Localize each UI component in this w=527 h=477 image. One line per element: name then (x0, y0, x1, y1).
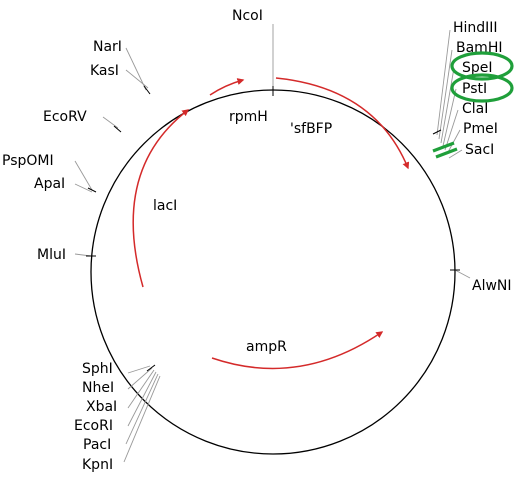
tick-ecorv (113, 125, 122, 133)
leader-ecori (127, 371, 157, 427)
leader-alwni (454, 269, 471, 279)
site-ticks (86, 85, 460, 372)
leader-hindiii (436, 29, 451, 136)
site-labels: NcoI NarI KasI EcoRV PspOMI ApaI MluI Hi… (2, 8, 512, 473)
site-label-sphi: SphI (82, 361, 113, 377)
leader-apai (74, 183, 93, 193)
site-label-alwni: AlwNI (472, 278, 512, 294)
feature-label-sfbfp: 'sfBFP (290, 121, 332, 137)
site-label-hindiii: HindIII (453, 20, 498, 36)
tick-hindiii-cluster (432, 129, 442, 135)
site-label-nhei: NheI (82, 380, 114, 396)
site-label-pspomi: PspOMI (2, 153, 54, 169)
highlight-mark-1 (432, 141, 455, 153)
feature-arc-ampr (211, 331, 384, 370)
feature-arcs (132, 77, 410, 370)
site-label-pmei: PmeI (463, 121, 498, 137)
tick-lower-cluster (146, 364, 156, 372)
feature-arc-laci (132, 109, 190, 288)
feature-label-ampr: ampR (246, 339, 287, 355)
leader-ecorv (102, 116, 119, 129)
site-label-psti: PstI (462, 81, 487, 97)
site-label-nari: NarI (93, 39, 122, 55)
site-label-apai: ApaI (34, 176, 65, 192)
leader-paci (125, 373, 159, 445)
tick-nari (143, 85, 151, 95)
leader-xbai (127, 369, 155, 409)
site-label-spei: SpeI (462, 60, 493, 76)
leader-psti (442, 88, 457, 147)
site-label-ecori: EcoRI (74, 418, 113, 434)
feature-label-laci: lacI (153, 198, 177, 214)
highlight-mark-2 (435, 147, 458, 159)
site-label-kpni: KpnI (82, 457, 113, 473)
highlight-annotations (432, 51, 514, 159)
site-label-paci: PacI (83, 437, 111, 453)
tick-pspomi (87, 187, 97, 193)
feature-arc-rpmh (209, 78, 245, 96)
site-label-saci: SacI (465, 142, 494, 158)
site-label-xbai: XbaI (86, 399, 117, 415)
site-label-clai: ClaI (462, 101, 488, 117)
plasmid-backbone (90, 89, 456, 455)
leader-spei (440, 67, 455, 144)
site-leader-lines (74, 24, 471, 463)
highlight-oval-psti (450, 73, 514, 103)
site-label-mlui: MluI (37, 247, 66, 263)
highlight-oval-spei (450, 51, 514, 81)
leader-bamhi (438, 49, 453, 140)
feature-arc-sfbfp (275, 77, 410, 170)
leader-sphi (127, 365, 151, 374)
site-label-ecorv: EcoRV (43, 109, 87, 125)
leader-nhei (127, 367, 153, 390)
leader-pspomi (74, 160, 93, 191)
leader-kasi (125, 69, 149, 89)
leader-nari (125, 47, 147, 91)
feature-label-rpmh: rpmH (229, 109, 268, 125)
site-label-ncoi: NcoI (232, 8, 263, 24)
leader-saci (448, 149, 463, 159)
leader-clai (444, 109, 459, 151)
site-label-kasi: KasI (90, 63, 119, 79)
leader-kpni (123, 375, 161, 463)
